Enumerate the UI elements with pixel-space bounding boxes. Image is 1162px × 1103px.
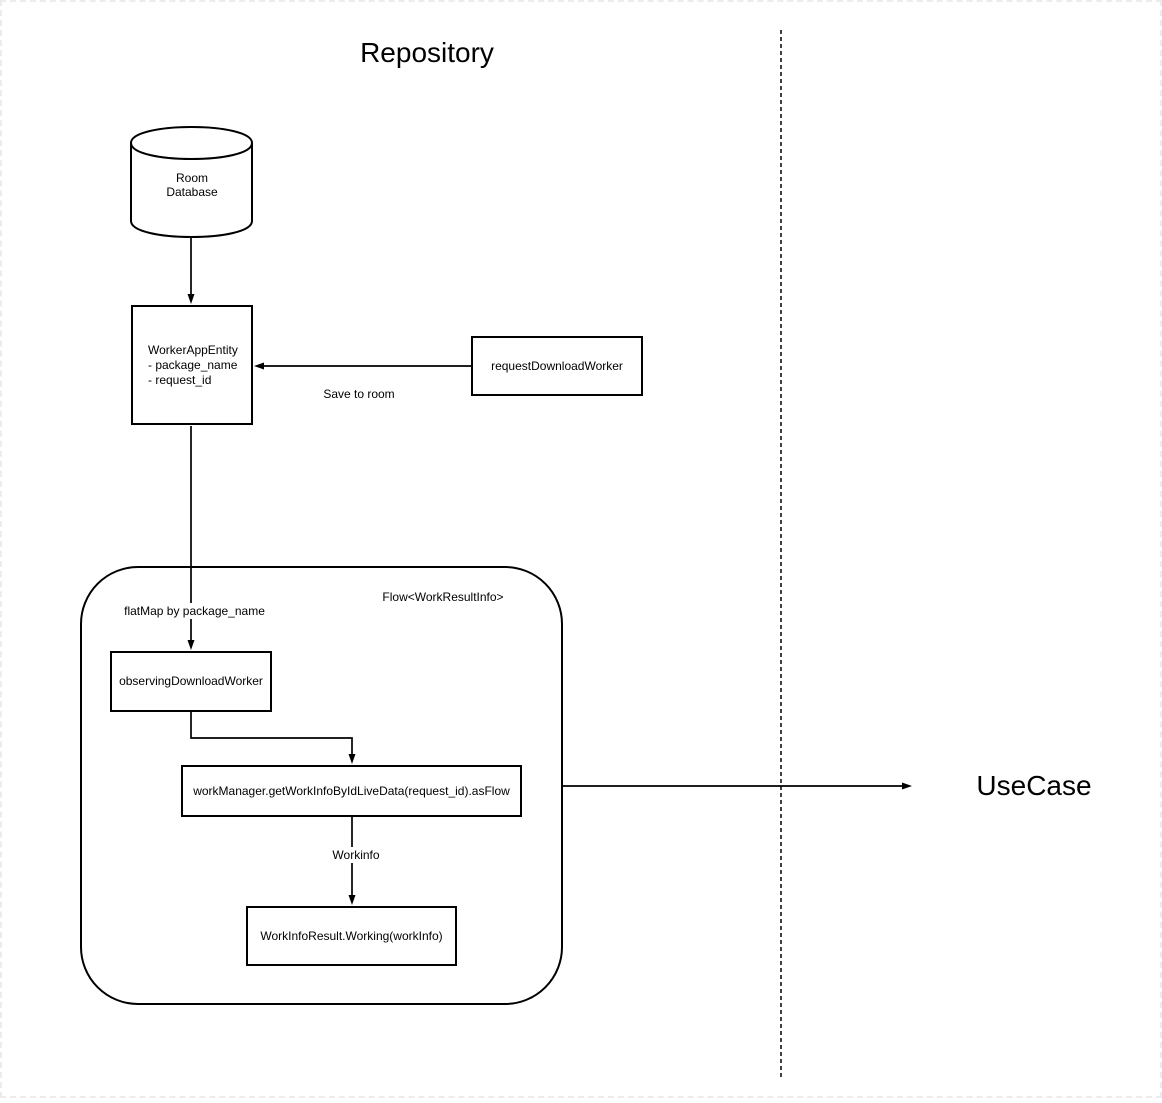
worker-app-entity-node: WorkerAppEntity - package_name - request… xyxy=(131,305,253,425)
work-manager-flow-label: workManager.getWorkInfoByIdLiveData(requ… xyxy=(193,783,510,798)
flow-container-label: Flow<WorkResultInfo> xyxy=(382,590,504,604)
request-download-worker-label: requestDownloadWorker xyxy=(491,358,623,373)
edge-label-flatmap-by-package-name: flatMap by package_name xyxy=(120,603,269,619)
request-download-worker-node: requestDownloadWorker xyxy=(471,336,643,396)
work-info-result-label: WorkInfoResult.Working(workInfo) xyxy=(260,928,443,943)
room-database-label: Room Database xyxy=(131,171,253,199)
usecase-label: UseCase xyxy=(976,770,1092,801)
observing-download-worker-label: observingDownloadWorker xyxy=(119,674,263,688)
observing-download-worker-node: observingDownloadWorker xyxy=(110,651,272,712)
worker-app-entity-title: WorkerAppEntity xyxy=(148,342,238,357)
room-database-label-line1: Room xyxy=(175,171,208,185)
repository-title: Repository xyxy=(360,37,494,68)
edge-label-workinfo: Workinfo xyxy=(324,847,388,863)
worker-app-entity-field-request-id: - request_id xyxy=(148,372,212,387)
work-info-result-node: WorkInfoResult.Working(workInfo) xyxy=(246,906,457,966)
room-database-label-line2: Database xyxy=(166,185,218,199)
worker-app-entity-field-package-name: - package_name xyxy=(148,357,238,372)
work-manager-flow-node: workManager.getWorkInfoByIdLiveData(requ… xyxy=(181,765,522,817)
edge-label-save-to-room: Save to room xyxy=(317,386,401,402)
